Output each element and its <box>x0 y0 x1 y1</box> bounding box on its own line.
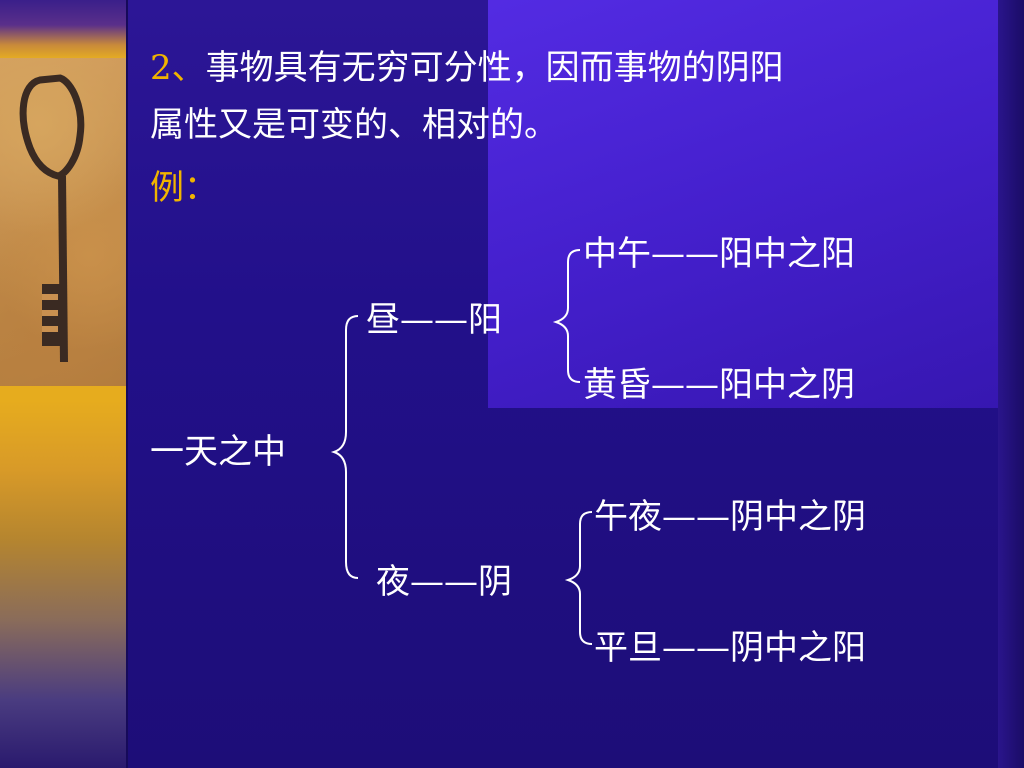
leaf-dawn: 平旦——阴中之阳 <box>594 628 866 668</box>
tree-root: 一天之中 <box>150 432 286 472</box>
heading-line-1: 2、事物具有无穷可分性，因而事物的阴阳 <box>150 51 784 85</box>
curly-brace-icon <box>330 315 359 579</box>
heading-line-2: 属性又是可变的、相对的。 <box>150 105 558 145</box>
slide-right-border <box>998 0 1024 768</box>
leaf-noon: 中午——阳中之阳 <box>583 234 855 274</box>
branch-night-label: 夜——阴 <box>376 562 512 602</box>
leaf-midnight: 午夜——阴中之阴 <box>594 497 866 537</box>
curly-brace-icon <box>552 249 581 383</box>
heading-text: 事物具有无穷可分性，因而事物的阴阳 <box>205 48 784 88</box>
slide-highlight-block <box>488 0 1000 408</box>
branch-day-label: 昼——阳 <box>366 300 502 340</box>
panel-divider <box>126 0 128 768</box>
example-label: 例： <box>150 168 218 208</box>
leaf-dusk: 黄昏——阳中之阴 <box>583 365 855 405</box>
key-image <box>0 58 128 386</box>
heading-number: 2、 <box>150 48 206 88</box>
curly-brace-icon <box>564 511 593 645</box>
left-decor-panel <box>0 0 128 768</box>
